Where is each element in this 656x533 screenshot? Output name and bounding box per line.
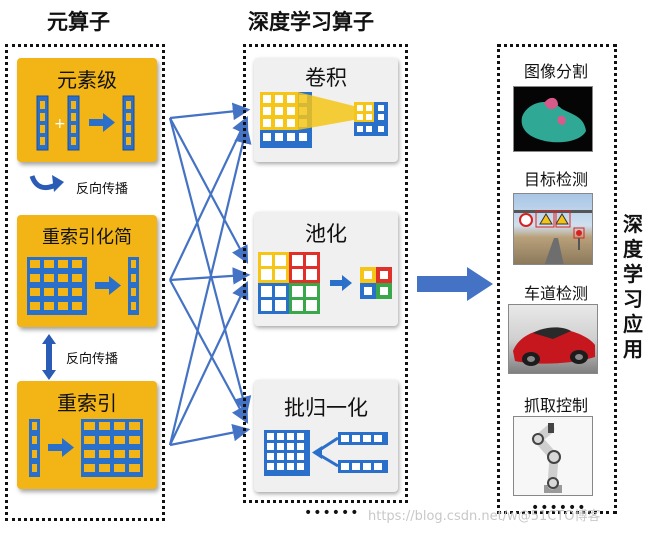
vertical-char: 度 — [623, 237, 643, 261]
dl-ops-panel — [243, 44, 408, 503]
backward-label-2: 反向传播 — [66, 352, 119, 367]
reindex-reduce-illustration — [27, 257, 139, 315]
meta-ops-heading: 元算子 — [47, 10, 110, 34]
applications-panel — [497, 44, 617, 514]
vertical-char: 学 — [623, 262, 643, 286]
app-label-lane: 车道检测 — [523, 284, 588, 303]
reindex-illustration — [29, 419, 143, 477]
conv-box: 卷积 — [254, 58, 398, 162]
big-right-arrow-icon — [417, 267, 493, 301]
reindex-reduce-label: 重索引化简 — [42, 227, 132, 248]
svg-text:+: + — [54, 116, 66, 132]
backward-double-arrow-icon — [42, 334, 56, 380]
vertical-char: 深 — [623, 212, 643, 236]
dl-ops-ellipsis: •••••• — [304, 505, 360, 521]
dl-applications-vertical-title: 深 度 学 习 应 用 — [621, 212, 645, 362]
grasp-control-image — [513, 416, 593, 496]
backward-label-1: 反向传播 — [76, 182, 129, 197]
app-label-segmentation: 图像分割 — [523, 62, 588, 81]
app-label-grasp: 抓取控制 — [523, 396, 588, 415]
pool-illustration — [258, 252, 392, 314]
vertical-char: 应 — [623, 312, 643, 336]
connection-arrows — [168, 102, 252, 447]
reindex-box: 重索引 — [17, 381, 157, 489]
elementwise-label: 元素级 — [57, 68, 117, 92]
batchnorm-box: 批归一化 — [254, 380, 398, 492]
segmentation-image — [513, 86, 593, 152]
conv-illustration — [260, 92, 388, 148]
pool-label: 池化 — [305, 222, 347, 246]
reindex-reduce-box: 重索引化简 — [17, 215, 157, 327]
backward-curve-arrow-icon — [29, 175, 64, 192]
app-label-detection: 目标检测 — [523, 170, 588, 189]
batchnorm-label: 批归一化 — [284, 396, 368, 420]
batchnorm-illustration — [264, 430, 388, 476]
conv-label: 卷积 — [305, 66, 347, 90]
elementwise-box: 元素级 + — [17, 58, 157, 162]
vertical-char: 习 — [623, 287, 643, 311]
dl-ops-heading: 深度学习算子 — [248, 10, 374, 34]
elementwise-illustration: + — [36, 95, 135, 151]
reindex-label: 重索引 — [57, 391, 117, 415]
meta-ops-panel — [5, 44, 165, 521]
detection-image — [513, 193, 593, 265]
lane-detection-image — [508, 304, 598, 374]
applications-ellipsis: •••••• — [531, 500, 587, 516]
vertical-char: 用 — [623, 337, 643, 361]
pool-box: 池化 — [254, 212, 398, 326]
watermark: https://blog.csdn.net/w@51CTO博客 — [368, 509, 601, 524]
